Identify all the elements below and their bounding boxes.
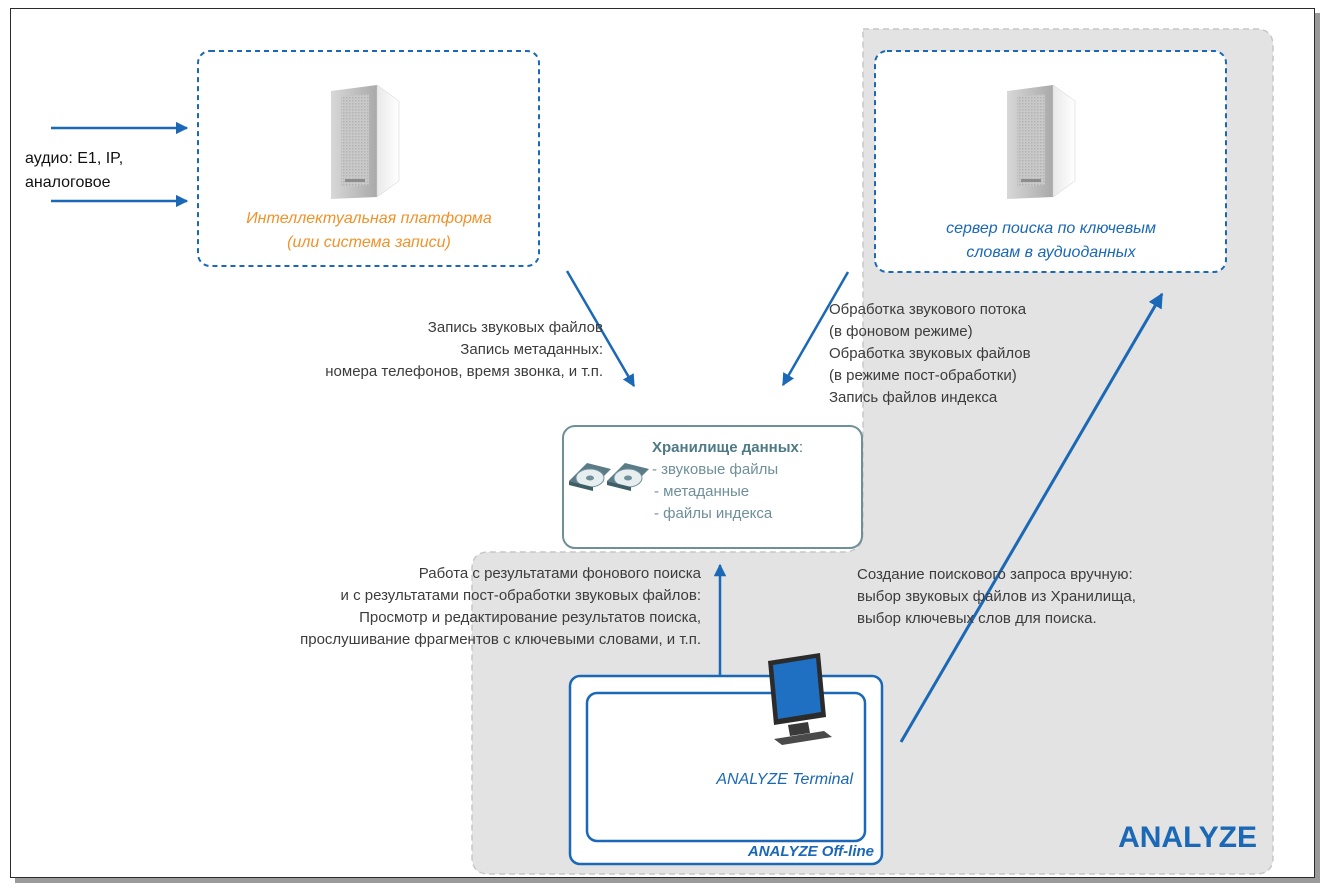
query-note: Создание поискового запроса вручную: выб…: [857, 564, 1197, 630]
server-tower-icon: [331, 84, 400, 199]
diagram-canvas: [51, 28, 1274, 875]
storage-title-suffix: :: [798, 439, 804, 456]
storage-item: - метаданные: [654, 483, 750, 500]
results-note-line4: прослушивание фрагментов с ключевыми сло…: [300, 631, 701, 648]
platform-label: Интеллектуальная платформа (или система …: [201, 207, 537, 255]
platform-label-line1: Интеллектуальная платформа: [246, 210, 492, 227]
recording-note-line3: номера телефонов, время звонка, и т.п.: [325, 363, 603, 380]
storage-title: Хранилище данных:: [652, 437, 857, 459]
diagram-frame: аудио: E1, IP, аналоговое Интеллектуальн…: [10, 8, 1315, 878]
arrow-terminal-to-server: [899, 292, 1164, 743]
platform-label-line2: (или система записи): [287, 234, 451, 251]
search-server-label: сервер поиска по ключевым словам в аудио…: [877, 217, 1225, 265]
results-note-line1: Работа с результатами фонового поиска: [418, 565, 701, 582]
input-label-line2: аналоговое: [25, 174, 111, 191]
input-label: аудио: E1, IP, аналоговое: [25, 147, 123, 195]
search-server-label-line1: сервер поиска по ключевым: [946, 220, 1156, 237]
storage-title-text: Хранилище данных: [652, 439, 799, 456]
query-note-line2: выбор звуковых файлов из Хранилища,: [857, 588, 1136, 605]
storage-box: [562, 425, 863, 549]
results-note: Работа с результатами фонового поиска и …: [269, 563, 701, 651]
recording-note-line2: Запись метаданных:: [460, 341, 603, 358]
processing-note-line3: Обработка звуковых файлов: [829, 345, 1031, 362]
storage-item: - звуковые файлы: [652, 461, 779, 478]
results-note-line3: Просмотр и редактирование результатов по…: [359, 609, 701, 626]
search-server-label-line2: словам в аудиоданных: [966, 244, 1136, 261]
offline-label: ANALYZE Off-line: [747, 843, 874, 860]
disk-case-icon: [569, 463, 611, 491]
input-label-line1: аудио: E1, IP,: [25, 150, 124, 167]
arrow-platform-to-storage: [565, 270, 636, 388]
processing-note-line4: (в режиме пост-обработки): [829, 367, 1017, 384]
processing-note-line5: Запись файлов индекса: [829, 389, 998, 406]
arrow-server-to-storage: [781, 271, 850, 387]
processing-note: Обработка звукового потока (в фоновом ре…: [829, 299, 1159, 409]
query-note-line3: выбор ключевых слов для поиска.: [857, 610, 1097, 627]
disk-case-icon: [607, 463, 649, 491]
query-note-line1: Создание поискового запроса вручную:: [857, 566, 1133, 583]
recording-note: Запись звуковых файлов Запись метаданных…: [231, 317, 603, 383]
processing-note-line1: Обработка звукового потока: [829, 301, 1027, 318]
processing-note-line2: (в фоновом режиме): [829, 323, 973, 340]
monitor-icon: [768, 653, 832, 745]
recording-note-line1: Запись звуковых файлов: [427, 319, 603, 336]
results-note-line2: и с результатами пост-обработки звуковых…: [340, 587, 701, 604]
server-tower-icon: [1007, 84, 1076, 199]
terminal-label: ANALYZE Terminal: [716, 771, 853, 788]
analyze-label: ANALYZE: [1118, 821, 1257, 854]
storage-content: Хранилище данных: - звуковые файлы - мет…: [652, 437, 857, 525]
storage-item: - файлы индекса: [654, 505, 773, 522]
